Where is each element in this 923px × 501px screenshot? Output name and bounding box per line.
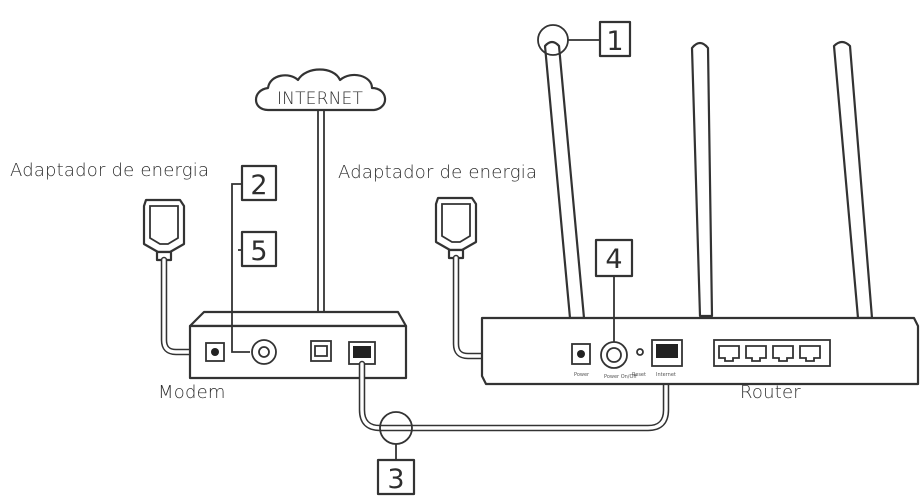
modem	[188, 310, 408, 380]
callout-2-number: 2	[250, 170, 267, 201]
adapter-left-label: Adaptador de energia	[10, 160, 209, 181]
modem-phone-port	[310, 340, 332, 362]
svg-text:Internet: Internet	[656, 372, 676, 378]
callout-2-leader	[231, 183, 250, 353]
router: Power Power On/Off Reset Internet	[480, 316, 920, 386]
svg-text:Reset: Reset	[632, 372, 646, 378]
callout-5-box	[240, 230, 278, 268]
callout-4-number: 4	[605, 244, 622, 275]
callout-3-box	[376, 458, 416, 496]
antenna-right	[832, 40, 874, 320]
router-reset-hole	[636, 348, 644, 356]
callout-3-number: 3	[387, 464, 404, 495]
antenna-middle	[690, 41, 714, 318]
router-lan-ports	[713, 339, 831, 367]
antenna-left	[543, 40, 586, 320]
router-antennas	[543, 40, 874, 320]
adapter-right-label: Adaptador de energia	[338, 162, 537, 183]
callout-1-number: 1	[606, 26, 623, 57]
modem-label: Modem	[158, 382, 226, 403]
power-adapter-left	[142, 198, 186, 262]
callout-1-box	[598, 20, 632, 58]
callout-2-box	[240, 164, 278, 202]
svg-text:Power: Power	[574, 372, 590, 378]
internet-label: INTERNET	[277, 89, 364, 109]
internet-cloud: INTERNET	[254, 68, 387, 112]
svg-text:Power On/Off: Power On/Off	[604, 374, 637, 380]
router-label: Router	[740, 382, 801, 403]
callout-4-box	[594, 238, 634, 278]
callout-5-number: 5	[250, 236, 267, 267]
power-adapter-right	[434, 196, 478, 260]
